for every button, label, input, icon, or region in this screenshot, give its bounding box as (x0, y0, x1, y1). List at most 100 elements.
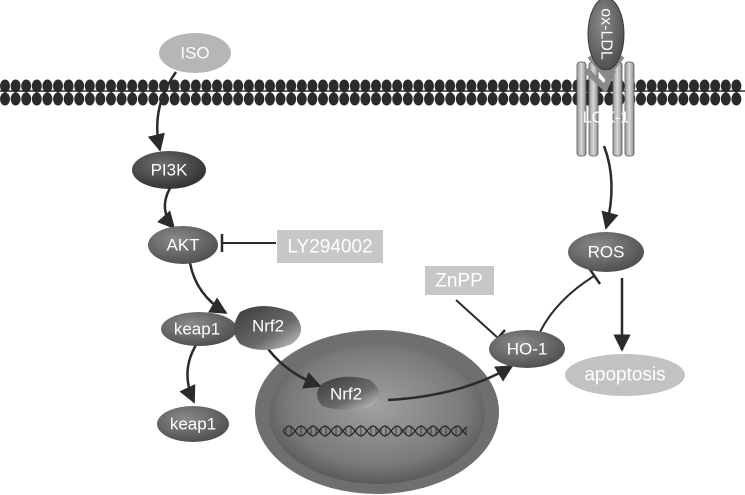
lipid-head (604, 92, 615, 106)
lipid-head (424, 92, 434, 106)
ly294002-box: LY294002 (277, 230, 383, 263)
lipid-head (296, 92, 307, 106)
lipid-head (10, 79, 21, 93)
lipid-head (328, 92, 339, 106)
keap1-free-node: keap1 (157, 406, 229, 442)
lipid-head (402, 92, 413, 106)
nrf2-nuclear-label: Nrf2 (330, 385, 362, 404)
lipid-head (63, 92, 74, 106)
lipid-head (328, 79, 339, 93)
lipid-head (519, 79, 530, 93)
nucleus (255, 330, 499, 494)
lipid-head (74, 79, 85, 93)
lipid-head (318, 79, 328, 93)
lipid-head (0, 79, 10, 93)
lipid-head (254, 92, 265, 106)
ho1-label: HO-1 (507, 340, 548, 359)
lipid-head (106, 79, 116, 93)
lipid-head (667, 92, 678, 106)
lipid-head (84, 79, 95, 93)
lipid-head (445, 79, 456, 93)
ros-node: ROS (568, 232, 644, 272)
lipid-head (201, 92, 212, 106)
lipid-head (699, 79, 710, 93)
nrf2-nuclear-node: Nrf2 (317, 376, 380, 410)
lipid-head (455, 79, 466, 93)
ox-ldl-label: ox-LDL (598, 8, 615, 60)
lipid-head (180, 79, 191, 93)
lipid-head (339, 92, 350, 106)
lipid-head (646, 79, 657, 93)
lipid-head (657, 92, 668, 106)
lipid-head (413, 92, 424, 106)
arrow-akt-to-keap1-nrf2 (188, 262, 228, 315)
lipid-head (636, 79, 646, 93)
lipid-head (413, 79, 424, 93)
lipid-head (127, 79, 138, 93)
iso-node: ISO (159, 33, 231, 73)
lipid-head (0, 92, 10, 106)
membrane-outer-leaflet (0, 79, 742, 93)
lipid-head (137, 79, 148, 93)
lipid-head (95, 92, 106, 106)
lipid-head (402, 79, 413, 93)
lipid-head (699, 92, 710, 106)
iso-label: ISO (180, 44, 209, 63)
lipid-head (10, 92, 21, 106)
lipid-head (265, 79, 275, 93)
lipid-head (254, 79, 265, 93)
lipid-head (360, 79, 371, 93)
lipid-head (424, 79, 434, 93)
lipid-head (498, 92, 509, 106)
pathway-arrows (147, 71, 631, 404)
ly294002-label: LY294002 (287, 237, 372, 258)
lipid-head (31, 92, 42, 106)
lipid-head (720, 79, 731, 93)
nrf2-bound-label: Nrf2 (252, 317, 284, 336)
lipid-head (371, 92, 381, 106)
lipid-head (84, 92, 95, 106)
ho1-node: HO-1 (489, 330, 565, 368)
lipid-head (275, 92, 286, 106)
lipid-head (434, 79, 445, 93)
lipid-head (53, 79, 63, 93)
arrow-keap1-to-keap1 (179, 344, 198, 404)
lipid-head (212, 79, 222, 93)
arrow-lox1-to-ros (601, 145, 619, 230)
lipid-head (434, 92, 445, 106)
lipid-head (21, 92, 32, 106)
apoptosis-node: apoptosis (565, 354, 685, 396)
lipid-head (551, 79, 562, 93)
lipid-head (530, 92, 540, 106)
lipid-head (212, 92, 222, 106)
lipid-head (137, 92, 148, 106)
lipid-head (169, 92, 180, 106)
pi3k-label: PI3K (151, 161, 189, 180)
lipid-head (689, 79, 699, 93)
lipid-head (731, 79, 742, 93)
lipid-head (731, 92, 742, 106)
dna-helix (282, 425, 468, 437)
cell-membrane (0, 79, 745, 106)
lipid-head (540, 79, 551, 93)
keap1-bound-label: keap1 (174, 320, 220, 339)
lipid-head (689, 92, 699, 106)
lipid-head (63, 79, 74, 93)
lipid-head (657, 79, 668, 93)
lipid-head (222, 79, 233, 93)
lipid-head (148, 79, 159, 93)
lipid-head (265, 92, 275, 106)
lipid-head (190, 79, 201, 93)
lipid-head (349, 79, 360, 93)
lipid-head (116, 92, 127, 106)
lipid-head (381, 92, 392, 106)
lipid-head (466, 79, 477, 93)
lipid-head (169, 79, 180, 93)
lipid-head (339, 79, 350, 93)
membrane-inner-leaflet (0, 92, 742, 106)
lipid-head (222, 92, 233, 106)
lipid-head (233, 92, 244, 106)
inhibit-znpp-ho1 (455, 299, 499, 339)
